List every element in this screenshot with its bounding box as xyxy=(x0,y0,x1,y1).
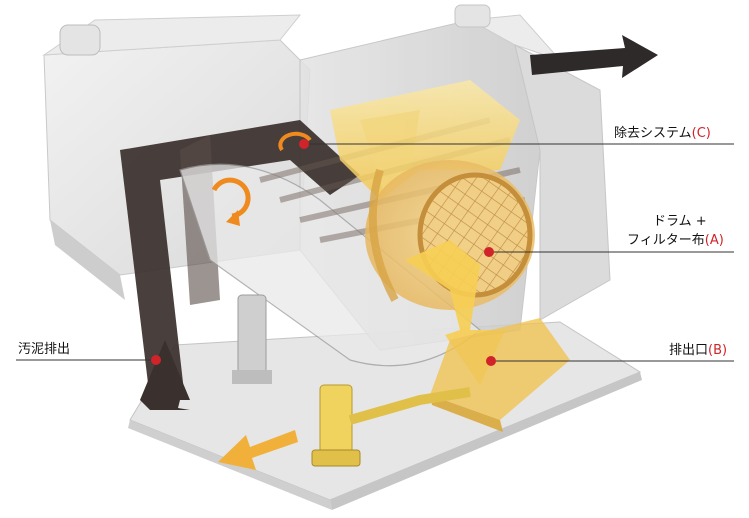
callout-outlet xyxy=(486,356,734,366)
label-removal-system: 除去システム(C) xyxy=(614,126,711,141)
sludge-flow-arrow-icon xyxy=(140,340,190,410)
label-sludge-discharge: 汚泥排出 xyxy=(18,342,71,357)
inlet-arrow-icon xyxy=(530,35,658,78)
callout-drum-filter xyxy=(484,247,734,257)
outlet-flow-arrow-icon xyxy=(218,430,298,470)
wash-pump xyxy=(232,294,471,467)
label-outlet: 排出口(B) xyxy=(669,343,728,358)
callout-sludge-discharge xyxy=(16,355,161,365)
callout-removal-system xyxy=(299,139,734,149)
label-drum-line1: ドラム + xyxy=(653,214,707,229)
label-drum-filter: フィルター布(A) xyxy=(627,233,724,248)
rotation-arrows-icon xyxy=(211,131,312,226)
